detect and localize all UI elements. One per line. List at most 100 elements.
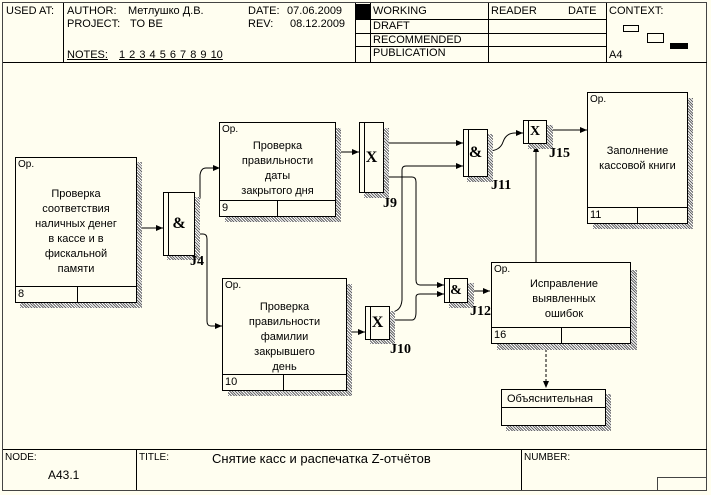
activity-footer: 10 xyxy=(223,374,346,390)
status-working: WORKING xyxy=(373,5,427,17)
activity-number: 9 xyxy=(222,202,229,214)
junction-label-j12: J12 xyxy=(470,304,491,319)
title-label: TITLE: xyxy=(139,452,170,463)
idef0-frame xyxy=(2,2,707,491)
header-divider xyxy=(488,3,489,62)
activity-text-line: выявленных xyxy=(532,293,596,305)
junction-j12[interactable]: & xyxy=(444,278,468,303)
diagram-title: Снятие касс и распечатка Z-отчётов xyxy=(212,451,431,466)
notes-value: 1 2 3 4 5 6 7 8 9 10 xyxy=(119,49,223,61)
activity-number: 10 xyxy=(225,376,238,388)
rev-label: REV: xyxy=(248,18,274,30)
activity-op-label: Ор. xyxy=(222,124,239,135)
arrow-j10-to-j12 xyxy=(390,291,444,321)
referent-box[interactable]: Объяснительная xyxy=(501,389,606,426)
activity-number: 16 xyxy=(494,329,507,341)
junction-j10[interactable]: X xyxy=(365,306,390,340)
author-label: AUTHOR: xyxy=(67,5,117,17)
footer-divider xyxy=(136,449,137,490)
junction-label-j15: J15 xyxy=(549,146,570,161)
activity-box-8[interactable]: Ор. Проверка соответствия наличных денег… xyxy=(15,157,137,303)
junction-type: & xyxy=(468,144,483,161)
activity-title: Проверка правильности даты закрытого дня xyxy=(220,139,335,199)
activity-text-line: Проверка xyxy=(51,188,101,200)
junction-j9[interactable]: X xyxy=(359,122,384,193)
page-number-box xyxy=(657,477,706,490)
node-label: NODE: xyxy=(5,452,37,463)
footer-divider xyxy=(277,201,278,216)
referent-text: Объяснительная xyxy=(507,393,594,405)
activity-title: Заполнение кассовой книги xyxy=(588,144,687,174)
junction-label-j9: J9 xyxy=(383,196,397,211)
junction-type: X xyxy=(365,149,378,166)
referent-divider xyxy=(502,407,605,408)
header-divider xyxy=(370,3,371,62)
activity-text-line: памяти xyxy=(57,263,95,275)
context-parent-box xyxy=(623,25,639,32)
activity-text-line: наличных денег xyxy=(35,218,117,230)
junction-j15[interactable]: X xyxy=(523,120,547,144)
junction-type: & xyxy=(172,215,186,232)
reader-date-label: DATE xyxy=(568,5,597,17)
activity-box-11[interactable]: Ор. Заполнение кассовой книги 11 xyxy=(587,92,688,224)
junction-type: X xyxy=(529,124,541,139)
context-label: CONTEXT: xyxy=(609,5,664,17)
footer-divider xyxy=(77,287,78,302)
date-label: DATE: xyxy=(248,5,280,17)
activity-op-label: Ор. xyxy=(494,264,511,275)
status-draft: DRAFT xyxy=(373,20,410,32)
footer-divider xyxy=(521,449,522,490)
author-value: Метлушко Д.В. xyxy=(128,5,204,17)
activity-footer: 16 xyxy=(492,327,630,343)
junction-bar xyxy=(370,307,371,339)
arrow-j10-to-j11 xyxy=(389,163,463,313)
footer-divider xyxy=(637,208,638,223)
status-row-line xyxy=(355,19,606,20)
junction-bar xyxy=(468,130,469,176)
junction-label-j10: J10 xyxy=(390,342,411,357)
project-label: PROJECT: xyxy=(67,18,121,30)
footer-top-border xyxy=(3,449,707,450)
activity-text-line: Заполнение xyxy=(606,145,669,157)
number-label: NUMBER: xyxy=(524,452,571,463)
junction-bar xyxy=(449,279,450,302)
activity-op-label: Ор. xyxy=(590,94,607,105)
node-value: A43.1 xyxy=(48,468,80,482)
header-bottom-border xyxy=(3,62,707,63)
activity-text-line: закрытого дня xyxy=(241,185,314,197)
activity-footer: 8 xyxy=(16,286,136,302)
junction-j4[interactable]: & xyxy=(163,192,195,256)
junction-type: & xyxy=(450,283,462,298)
activity-text-line: даты xyxy=(264,170,291,182)
working-status-marker xyxy=(356,4,370,19)
junction-type: X xyxy=(371,314,384,331)
activity-text-line: день xyxy=(272,361,297,373)
activity-text-line: кассовой книги xyxy=(599,160,676,172)
activity-box-10[interactable]: Ор. Проверка правильности фамилии закрыв… xyxy=(222,278,347,391)
junction-bar xyxy=(528,121,529,143)
activity-text-line: ошибок xyxy=(544,308,584,320)
junction-label-j11: J11 xyxy=(491,178,512,193)
context-current-box xyxy=(647,33,664,43)
notes-label: NOTES: xyxy=(67,49,108,61)
rev-value: 08.12.2009 xyxy=(290,18,346,30)
activity-text-line: фамилии xyxy=(260,331,309,343)
status-recommended: RECOMMENDED xyxy=(373,34,462,46)
arrow-j11-to-j15 xyxy=(487,130,523,152)
activity-title: Исправление выявленных ошибок xyxy=(498,277,630,322)
activity-footer: 9 xyxy=(220,200,335,216)
junction-j11[interactable]: & xyxy=(463,129,488,177)
activity-op-label: Ор. xyxy=(225,280,242,291)
activity-text-line: Проверка xyxy=(259,301,310,313)
reader-label: READER xyxy=(491,5,537,17)
activity-box-16[interactable]: Ор. Исправление выявленных ошибок 16 xyxy=(491,262,631,344)
activity-title: Проверка соответствия наличных денег в к… xyxy=(16,187,136,277)
activity-text-line: соответствия xyxy=(42,203,110,215)
activity-text-line: в кассе и в xyxy=(48,233,104,245)
activity-number: 8 xyxy=(18,288,25,300)
activity-box-9[interactable]: Ор. Проверка правильности даты закрытого… xyxy=(219,122,336,217)
junction-bar xyxy=(364,123,365,192)
header-divider xyxy=(606,3,607,62)
status-publication: PUBLICATION xyxy=(373,47,446,59)
arrow-j9-to-j12 xyxy=(384,176,444,288)
